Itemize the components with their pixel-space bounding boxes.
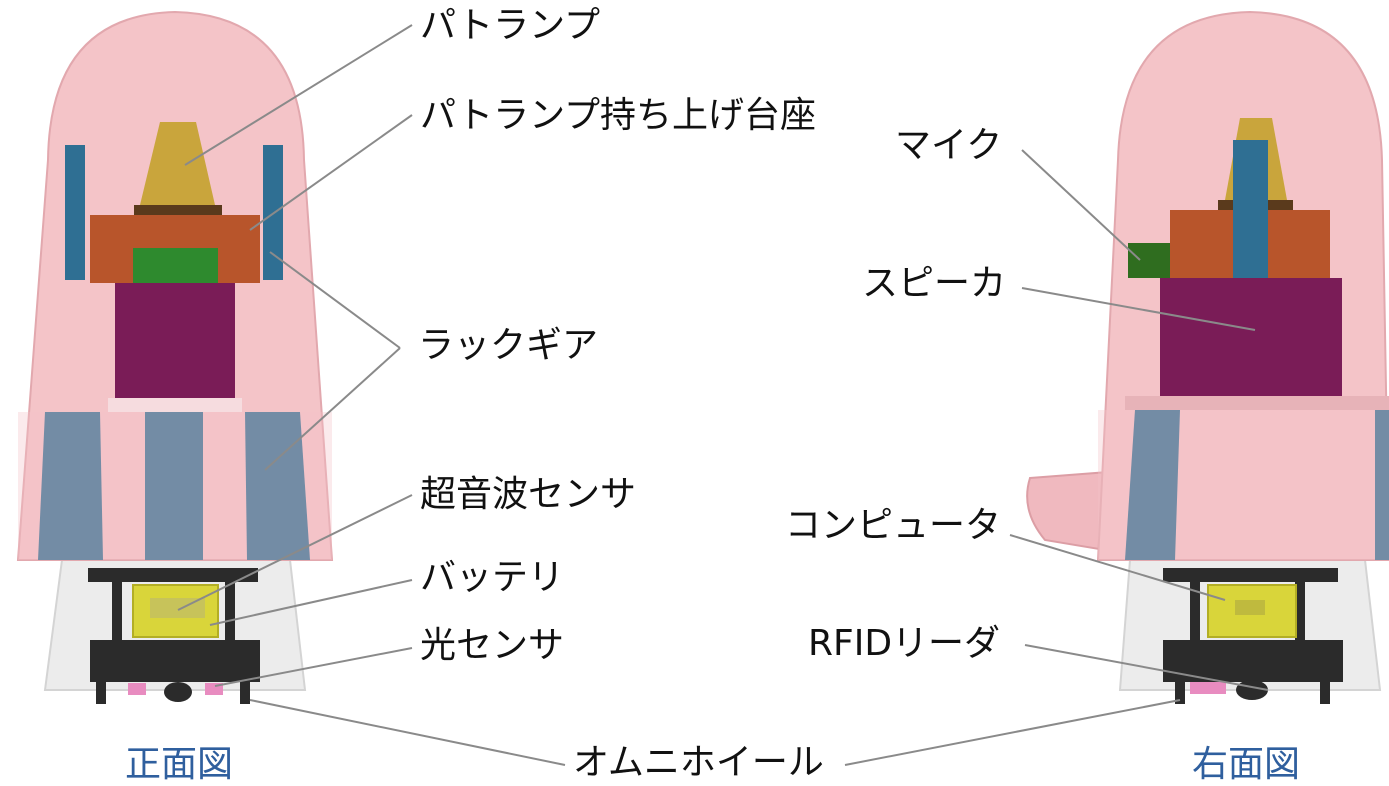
- leader-lines: [177, 24, 1269, 766]
- label-mic: マイク: [895, 125, 1003, 166]
- leader-speaker: [1021, 287, 1256, 331]
- label-patlamp: パトランプ: [420, 5, 601, 46]
- leader-omni-right: [844, 699, 1181, 766]
- leader-rack-2: [264, 347, 401, 471]
- leader-rack-1: [269, 251, 401, 349]
- right-wheel-right: [1320, 682, 1330, 704]
- label-light-sensor: 光センサ: [420, 625, 565, 666]
- right-shell-overlay: [1098, 410, 1389, 560]
- leader-patlamp: [184, 24, 413, 166]
- front-base-top: [88, 568, 258, 582]
- caption-right-view: 右面図: [1192, 744, 1301, 785]
- leader-battery: [209, 579, 413, 626]
- label-battery: バッテリ: [420, 557, 565, 598]
- right-base-lower: [1163, 640, 1343, 682]
- right-view: [1026, 10, 1389, 704]
- front-patlamp: [140, 122, 215, 205]
- front-base-post-left: [112, 580, 122, 642]
- front-view: [16, 10, 334, 704]
- label-speaker: スピーカ: [862, 263, 1007, 304]
- label-patlamp-mount: パトランプ持ち上げ台座: [420, 95, 817, 136]
- right-rack-bottom-right: [1375, 410, 1389, 560]
- front-light-sensor-1: [128, 683, 146, 695]
- label-rack-gear: ラックギア: [418, 325, 599, 366]
- label-ultrasonic: 超音波センサ: [420, 474, 637, 515]
- right-mic: [1128, 243, 1170, 278]
- front-mount-green: [133, 248, 218, 283]
- leader-mic: [1021, 149, 1141, 261]
- label-rfid: RFIDリーダ: [808, 623, 1001, 664]
- right-computer-chip: [1235, 600, 1265, 615]
- front-base-post-right: [225, 580, 235, 642]
- front-omni-wheel: [164, 682, 192, 702]
- right-rack-top: [1233, 140, 1268, 278]
- right-base-top: [1163, 568, 1338, 582]
- front-base-lower: [90, 640, 260, 682]
- leader-light-sensor: [214, 647, 413, 687]
- front-rack-left-top: [65, 145, 85, 280]
- front-speaker: [115, 283, 235, 398]
- front-divider: [108, 398, 242, 412]
- leader-omni-front: [249, 699, 566, 766]
- front-rack-bottom-right: [245, 412, 310, 560]
- front-rack-bottom-center: [145, 412, 203, 560]
- front-shell-overlay: [18, 412, 332, 560]
- leader-rfid: [1024, 644, 1269, 691]
- right-base-post-right: [1295, 580, 1305, 642]
- label-omni-wheel: オムニホイール: [573, 742, 824, 783]
- right-wheel-left: [1175, 682, 1185, 704]
- label-computer: コンピュータ: [785, 505, 1002, 546]
- caption-front-view: 正面図: [125, 744, 234, 785]
- front-rack-bottom-left: [38, 412, 103, 560]
- front-wheel-right: [240, 682, 250, 704]
- leader-patlamp-mount: [249, 114, 413, 231]
- right-speaker: [1160, 278, 1342, 396]
- leader-ultrasonic: [177, 494, 413, 611]
- leader-computer: [1009, 534, 1226, 601]
- front-patlamp-base: [134, 205, 222, 215]
- right-rfid: [1190, 682, 1226, 694]
- right-base-post-left: [1190, 580, 1200, 642]
- right-rack-bottom-left: [1125, 410, 1180, 560]
- right-divider: [1125, 396, 1389, 410]
- front-wheel-left: [96, 682, 106, 704]
